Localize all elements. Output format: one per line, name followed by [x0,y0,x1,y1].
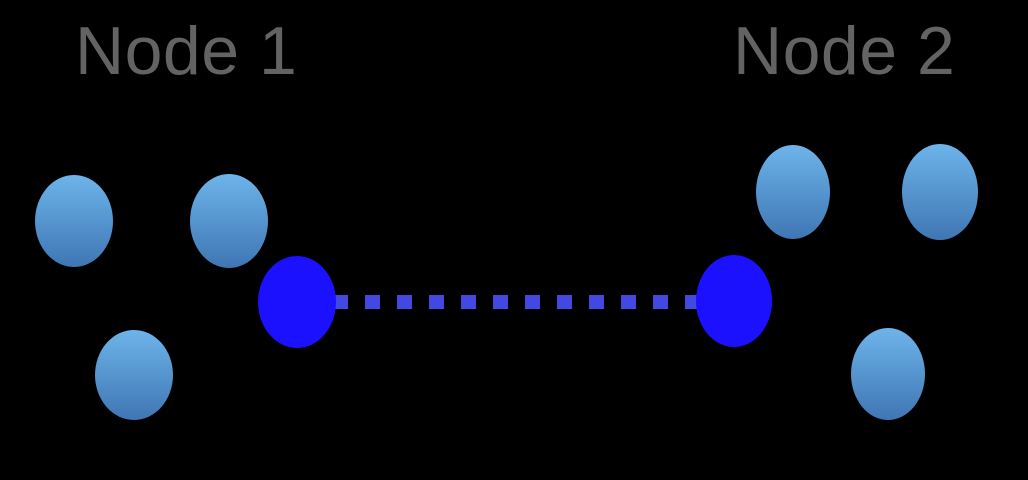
node2-satellite-ellipse [756,145,830,239]
node1-satellite-ellipse [95,330,173,420]
node1-hub-ellipse [258,256,336,348]
node1-node2-dashed-link [333,295,697,309]
node2-satellite-ellipse [902,144,978,240]
node2-label: Node 2 [733,13,956,89]
node1-satellite-ellipse [35,175,113,267]
node2-satellite-ellipse [851,328,925,420]
node1-label: Node 1 [75,13,298,89]
node2-hub-ellipse [696,255,772,347]
node1-satellite-ellipse [190,174,268,268]
